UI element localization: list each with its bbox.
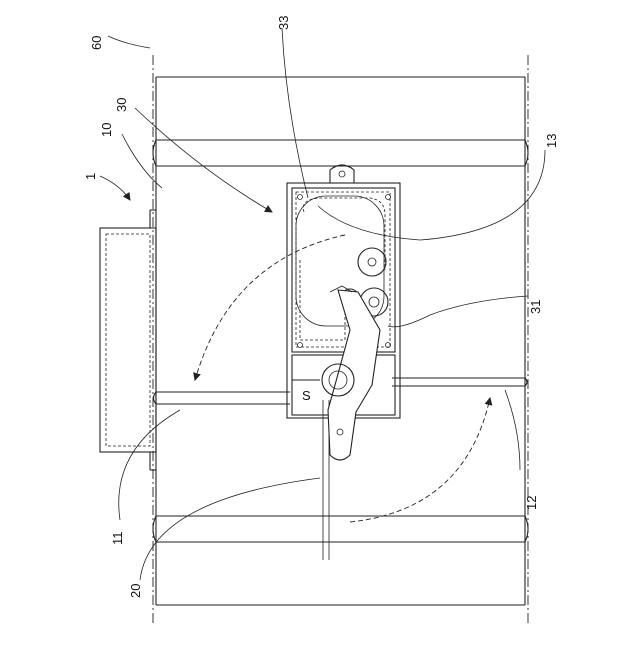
ref-13: 13 (544, 134, 559, 148)
ref-11: 11 (110, 532, 125, 546)
ref-10: 10 (99, 123, 114, 137)
ref-20: 20 (128, 584, 143, 598)
ref-31: 31 (528, 300, 543, 314)
leader-lines (100, 28, 545, 580)
marking-s: S (302, 388, 311, 403)
ref-12: 12 (524, 496, 539, 510)
reference-numerals: 60 30 10 1 33 13 31 12 11 20 (83, 16, 559, 598)
ref-1: 1 (83, 173, 98, 180)
ref-30: 30 (114, 98, 129, 112)
lever-31 (322, 248, 388, 460)
side-box (100, 210, 156, 470)
ref-60: 60 (89, 36, 104, 50)
ref-33: 33 (276, 16, 291, 30)
